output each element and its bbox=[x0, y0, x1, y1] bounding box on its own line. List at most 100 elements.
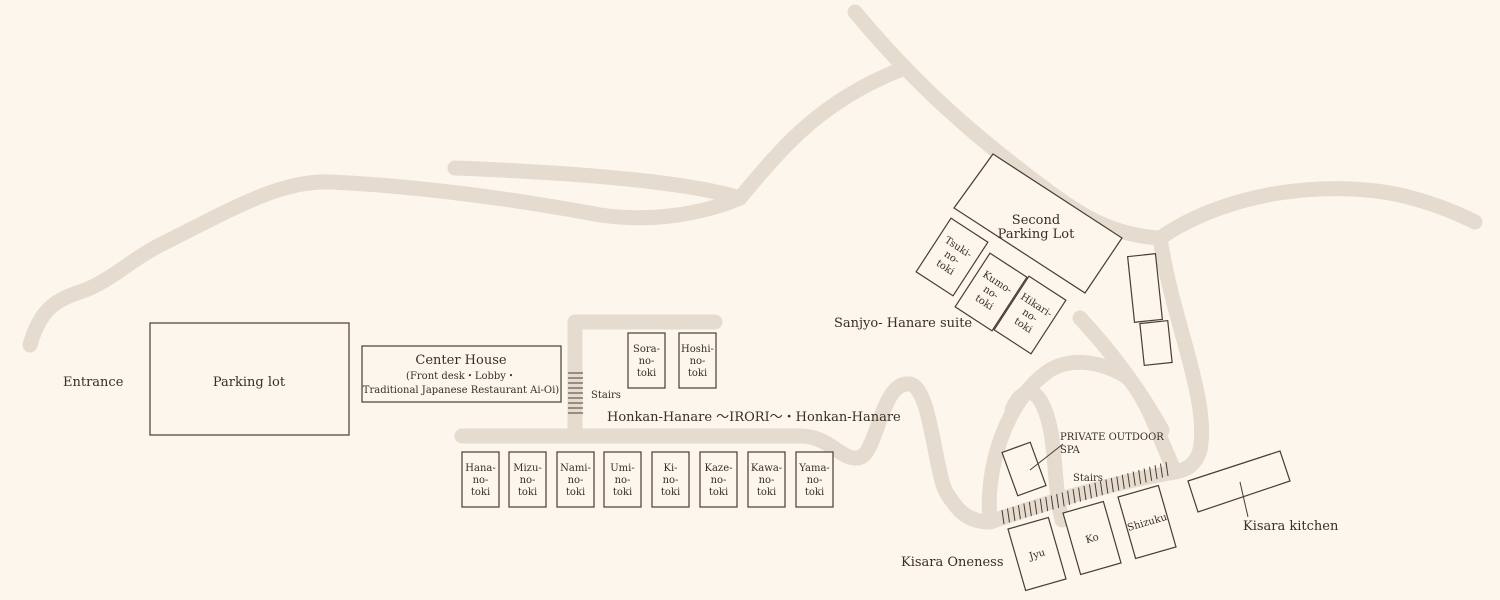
room-ko: Ko bbox=[1062, 500, 1122, 576]
room-hikari-box bbox=[993, 275, 1067, 355]
parking-lot bbox=[149, 322, 350, 436]
second-parking-line1: Second bbox=[1012, 213, 1060, 228]
stairs-east-label: Stairs bbox=[1073, 473, 1103, 484]
private-spa-line2: SPA bbox=[1060, 445, 1081, 456]
stair-step bbox=[1072, 489, 1076, 504]
road-north-diagonal bbox=[847, 4, 1168, 246]
kisara-kitchen bbox=[1187, 450, 1291, 513]
kisara-kitchen-leader bbox=[1239, 481, 1249, 518]
room-yama-label: Yama- bbox=[798, 463, 830, 474]
stair-step bbox=[1127, 473, 1131, 488]
honkan-label: Honkan-Hanare ～IRORI～・Honkan-Hanare bbox=[607, 410, 901, 425]
room-kawa-label: no- bbox=[759, 475, 775, 486]
second-parking-lot bbox=[953, 153, 1123, 294]
room-nami-box bbox=[556, 451, 595, 508]
roads bbox=[22, 4, 1483, 530]
room-mizu-label: Mizu- bbox=[513, 463, 542, 474]
stair-step bbox=[1078, 487, 1082, 502]
stair-step bbox=[1028, 501, 1032, 517]
stair-step bbox=[1056, 493, 1060, 509]
second-parking-line2: Parking Lot bbox=[998, 227, 1075, 242]
room-hoshi-label: no- bbox=[690, 356, 706, 367]
stair-step bbox=[1154, 465, 1158, 480]
stairs-east bbox=[1001, 461, 1169, 525]
room-sora-label: no- bbox=[639, 356, 655, 367]
center-house-line3: Traditional Japanese Restaurant Ai-Oi) bbox=[363, 385, 560, 396]
road-to-north bbox=[732, 60, 913, 206]
room-hoshi-label: toki bbox=[688, 368, 707, 379]
room-yama: Yama-no-toki bbox=[795, 451, 834, 508]
room-umi-label: toki bbox=[613, 487, 632, 498]
road-ne-spur bbox=[1072, 310, 1170, 438]
room-tsuki-box bbox=[915, 217, 989, 297]
stair-step bbox=[1012, 506, 1016, 521]
room-mizu-label: no- bbox=[520, 475, 536, 486]
stair-step bbox=[1001, 509, 1005, 525]
stair-step bbox=[1023, 503, 1027, 518]
road-upper-spur bbox=[447, 160, 748, 206]
stair-step bbox=[1105, 479, 1109, 494]
stair-step bbox=[1039, 498, 1043, 513]
room-ki-label: no- bbox=[663, 475, 679, 486]
room-jyu-box bbox=[1007, 516, 1067, 592]
private-spa-building bbox=[1001, 441, 1047, 497]
road-west bbox=[22, 174, 748, 353]
private-spa-line1: PRIVATE OUTDOOR bbox=[1060, 432, 1164, 443]
center-house-line2: (Front desk・Lobby・ bbox=[406, 371, 516, 382]
room-kumo-box bbox=[954, 252, 1028, 332]
room-sora-label: Sora- bbox=[633, 344, 660, 355]
room-kawa-label: toki bbox=[757, 487, 776, 498]
room-tsuki: Tsuki-no-toki bbox=[915, 217, 989, 297]
kisara-kitchen-label: Kisara kitchen bbox=[1243, 519, 1339, 534]
room-ko-box bbox=[1062, 500, 1122, 576]
stair-step bbox=[1110, 477, 1114, 493]
room-nami-label: no- bbox=[568, 475, 584, 486]
stair-step bbox=[1121, 474, 1125, 489]
stairs-west bbox=[568, 372, 583, 414]
room-mizu-box bbox=[508, 451, 547, 508]
room-hana: Hana-no-toki bbox=[461, 451, 500, 508]
stair-step bbox=[1067, 490, 1071, 505]
stair-step bbox=[1088, 484, 1092, 499]
room-hoshi-box bbox=[678, 332, 717, 389]
room-sora-label: toki bbox=[637, 368, 656, 379]
upper-rooms: Sora-no-toki Hoshi-no-toki bbox=[627, 332, 717, 389]
stair-step bbox=[1099, 481, 1103, 496]
stair-step bbox=[1165, 461, 1169, 477]
road-east bbox=[1152, 181, 1483, 246]
room-mizu-label: toki bbox=[518, 487, 537, 498]
stair-step bbox=[1160, 463, 1164, 478]
room-shizuku-box bbox=[1117, 484, 1177, 560]
room-hana-box bbox=[461, 451, 500, 508]
room-sora-box bbox=[627, 332, 666, 389]
room-hoshi-label: Hoshi- bbox=[681, 344, 714, 355]
room-hana-label: no- bbox=[473, 475, 489, 486]
room-kumo: Kumo-no-toki bbox=[954, 252, 1028, 332]
room-hikari: Hikari-no-toki bbox=[993, 275, 1067, 355]
stair-step bbox=[1017, 505, 1021, 520]
room-kawa-label: Kawa- bbox=[751, 463, 782, 474]
room-yama-box bbox=[795, 451, 834, 508]
room-nami: Nami-no-toki bbox=[556, 451, 595, 508]
room-ki-box bbox=[651, 451, 690, 508]
road-stub bbox=[567, 314, 723, 444]
room-ki-label: toki bbox=[661, 487, 680, 498]
room-kawa-box bbox=[747, 451, 786, 508]
room-kaze-label: no- bbox=[711, 475, 727, 486]
private-spa-leader bbox=[1029, 443, 1064, 471]
stair-step bbox=[1083, 485, 1087, 501]
stair-step bbox=[1149, 466, 1153, 481]
sanjyo-label: Sanjyo- Hanare suite bbox=[834, 316, 972, 331]
room-jyu: Jyu bbox=[1007, 516, 1067, 592]
stair-step bbox=[1138, 469, 1142, 485]
room-umi-label: Umi- bbox=[610, 463, 635, 474]
room-ki: Ki-no-toki bbox=[651, 451, 690, 508]
kisara-oneness-label: Kisara Oneness bbox=[901, 555, 1004, 570]
stair-step bbox=[1116, 476, 1120, 491]
room-kaze-box bbox=[699, 451, 738, 508]
east-building-1 bbox=[1126, 253, 1164, 323]
room-ki-label: Ki- bbox=[663, 463, 677, 474]
stairs-west-label: Stairs bbox=[591, 390, 621, 401]
